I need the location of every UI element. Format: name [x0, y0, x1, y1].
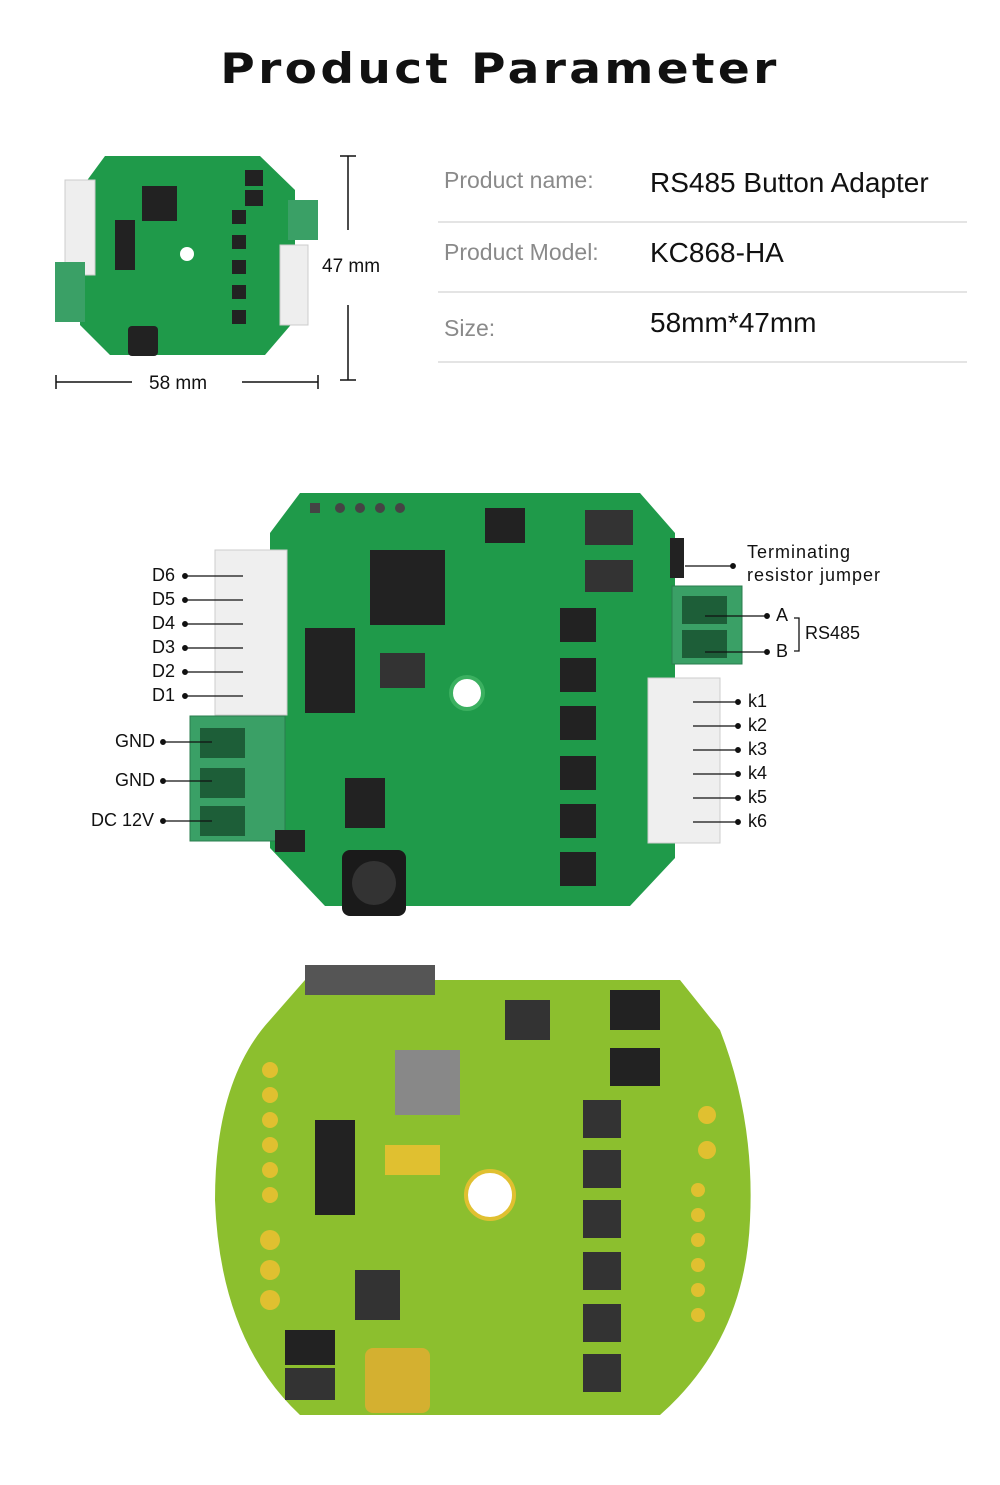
spec-row-name: Product name: RS485 Button Adapter — [438, 151, 967, 223]
pin-label-d1: D1 — [152, 685, 176, 705]
spec-row-size: Size: 58mm*47mm — [438, 291, 967, 363]
page-title: Product Parameter — [220, 44, 780, 93]
pin-label-gnd1: GND — [115, 731, 155, 751]
spec-label: Product name: — [444, 167, 594, 193]
dimension-lines — [55, 155, 356, 389]
jumper-label-line1: Terminating — [747, 542, 852, 562]
pin-label-d4: D4 — [152, 613, 176, 633]
pin-label-d5: D5 — [152, 589, 176, 609]
width-dimension: 58 mm — [149, 373, 208, 394]
pin-label-a: A — [776, 605, 789, 625]
pcb-photo-small — [55, 156, 318, 356]
pin-label-dc12v: DC 12V — [91, 810, 155, 830]
spec-label: Product Model: — [444, 239, 599, 265]
pin-label-b: B — [776, 641, 789, 661]
rs485-label: RS485 — [805, 623, 861, 643]
jumper-label-line2: resistor jumper — [747, 565, 882, 585]
pin-label-d6: D6 — [152, 565, 176, 585]
pcb-render — [215, 965, 751, 1415]
pin-label-d3: D3 — [152, 637, 176, 657]
pin-pointers — [160, 563, 800, 825]
spec-value: 58mm*47mm — [650, 307, 817, 338]
pin-label-k6: k6 — [748, 811, 768, 831]
pin-label-k2: k2 — [748, 715, 768, 735]
spec-label: Size: — [444, 315, 496, 341]
pin-label-k3: k3 — [748, 739, 768, 759]
pcb-photo-large — [189, 493, 743, 916]
spec-value: RS485 Button Adapter — [650, 167, 929, 198]
height-dimension: 47 mm — [322, 256, 381, 277]
pin-label-gnd2: GND — [115, 770, 155, 790]
pin-label-k5: k5 — [748, 787, 768, 807]
pin-label-d2: D2 — [152, 661, 176, 681]
pin-label-k1: k1 — [748, 691, 768, 711]
spec-value: KC868-HA — [650, 237, 784, 268]
spec-row-model: Product Model: KC868-HA — [438, 221, 967, 293]
pin-label-k4: k4 — [748, 763, 768, 783]
